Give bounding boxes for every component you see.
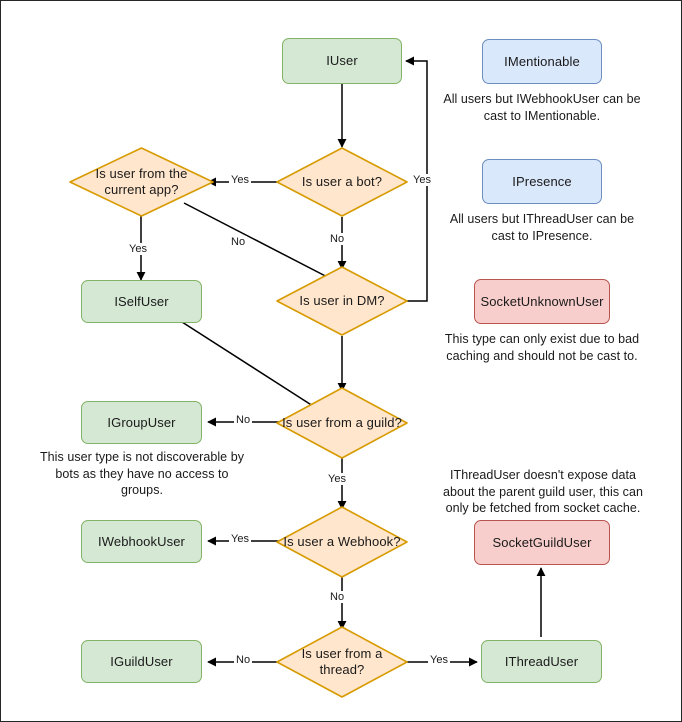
caption-socketguilduser-text: IThreadUser doesn't expose data about th… (443, 468, 643, 515)
node-is-from-thread-label: Is user from a thread? (301, 646, 383, 677)
node-is-in-dm[interactable]: Is user in DM? (276, 266, 408, 336)
node-socketguilduser[interactable]: SocketGuildUser (474, 520, 610, 565)
node-iselfuser-label: ISelfUser (114, 293, 169, 309)
edge-label-dm-yes-text: Yes (413, 174, 431, 186)
diamond-shape-is-in-dm (276, 266, 408, 336)
caption-igroupuser: This user type is not discoverable by bo… (37, 449, 247, 499)
node-ithreaduser[interactable]: IThreadUser (481, 640, 602, 683)
node-is-bot[interactable]: Is user a bot? (276, 147, 408, 217)
node-ithreaduser-label: IThreadUser (504, 653, 579, 669)
edge-label-app-no-text: No (231, 236, 246, 248)
edge-label-webhook-no: No (328, 591, 347, 604)
edge-label-app-no: No (229, 236, 248, 249)
caption-socketguilduser: IThreadUser doesn't expose data about th… (435, 467, 651, 517)
edge-label-dm-yes: Yes (411, 174, 433, 187)
edge-label-webhook-no-text: No (330, 591, 345, 603)
caption-ipresence-text: All users but IThreadUser can be cast to… (449, 212, 635, 243)
edge-label-thread-yes-text: Yes (430, 654, 448, 666)
node-iguilduser[interactable]: IGuildUser (81, 640, 202, 683)
node-iselfuser[interactable]: ISelfUser (81, 280, 202, 323)
edge-label-guild-yes-text: Yes (328, 473, 346, 485)
edge-label-webhook-yes: Yes (229, 533, 251, 546)
edge-label-thread-yes: Yes (428, 654, 450, 667)
caption-socketunknownuser-text: This type can only exist due to bad cach… (444, 332, 640, 363)
edge-label-webhook-yes-text: Yes (231, 533, 249, 545)
caption-igroupuser-text: This user type is not discoverable by bo… (39, 450, 245, 497)
node-is-current-app[interactable]: Is user from the current app? (69, 147, 214, 217)
node-is-bot-label: Is user a bot? (301, 174, 383, 190)
node-iuser-label: IUser (326, 53, 358, 69)
node-iwebhookuser[interactable]: IWebhookUser (81, 520, 202, 563)
caption-socketunknownuser: This type can only exist due to bad cach… (436, 331, 648, 364)
node-is-in-dm-label: Is user in DM? (299, 293, 385, 309)
edge-label-thread-no-text: No (236, 654, 251, 666)
diamond-shape-is-bot (276, 147, 408, 217)
caption-imentionable-text: All users but IWebhookUser can be cast t… (443, 92, 641, 123)
node-is-current-app-label: Is user from the current app? (95, 166, 188, 197)
diamond-shape-is-webhook (276, 506, 408, 578)
edge-label-guild-no: No (234, 414, 253, 427)
node-is-from-thread[interactable]: Is user from a thread? (276, 626, 408, 698)
edge-label-thread-no: No (234, 654, 253, 667)
caption-ipresence: All users but IThreadUser can be cast to… (438, 211, 646, 244)
node-is-webhook[interactable]: Is user a Webhook? (276, 506, 408, 578)
node-iwebhookuser-label: IWebhookUser (98, 533, 185, 549)
node-ipresence-label: IPresence (512, 173, 572, 189)
diamond-shape-is-from-guild (276, 387, 408, 459)
edge-label-app-yes: Yes (127, 243, 149, 256)
node-igroupuser[interactable]: IGroupUser (81, 401, 202, 444)
node-is-from-guild[interactable]: Is user from a guild? (276, 387, 408, 459)
edge-label-bot-no-text: No (330, 233, 345, 245)
edge-label-bot-yes: Yes (229, 174, 251, 187)
diamond-shape-is-from-thread (276, 626, 408, 698)
diamond-shape-is-current-app (69, 147, 214, 217)
edge-label-app-yes-text: Yes (129, 243, 147, 255)
node-socketunknownuser-label: SocketUnknownUser (480, 293, 604, 309)
node-is-from-guild-label: Is user from a guild? (282, 415, 402, 431)
node-iguilduser-label: IGuildUser (110, 653, 173, 669)
node-igroupuser-label: IGroupUser (107, 414, 176, 430)
node-iuser[interactable]: IUser (282, 38, 402, 84)
node-imentionable-label: IMentionable (504, 53, 580, 69)
node-imentionable[interactable]: IMentionable (482, 39, 602, 84)
edge-label-bot-no: No (328, 233, 347, 246)
edge-label-bot-yes-text: Yes (231, 174, 249, 186)
caption-imentionable: All users but IWebhookUser can be cast t… (438, 91, 646, 124)
edge-label-guild-yes: Yes (326, 473, 348, 486)
node-ipresence[interactable]: IPresence (482, 159, 602, 204)
node-socketunknownuser[interactable]: SocketUnknownUser (474, 279, 610, 324)
node-socketguilduser-label: SocketGuildUser (492, 534, 592, 550)
node-is-webhook-label: Is user a Webhook? (283, 534, 401, 550)
edge-label-guild-no-text: No (236, 414, 251, 426)
